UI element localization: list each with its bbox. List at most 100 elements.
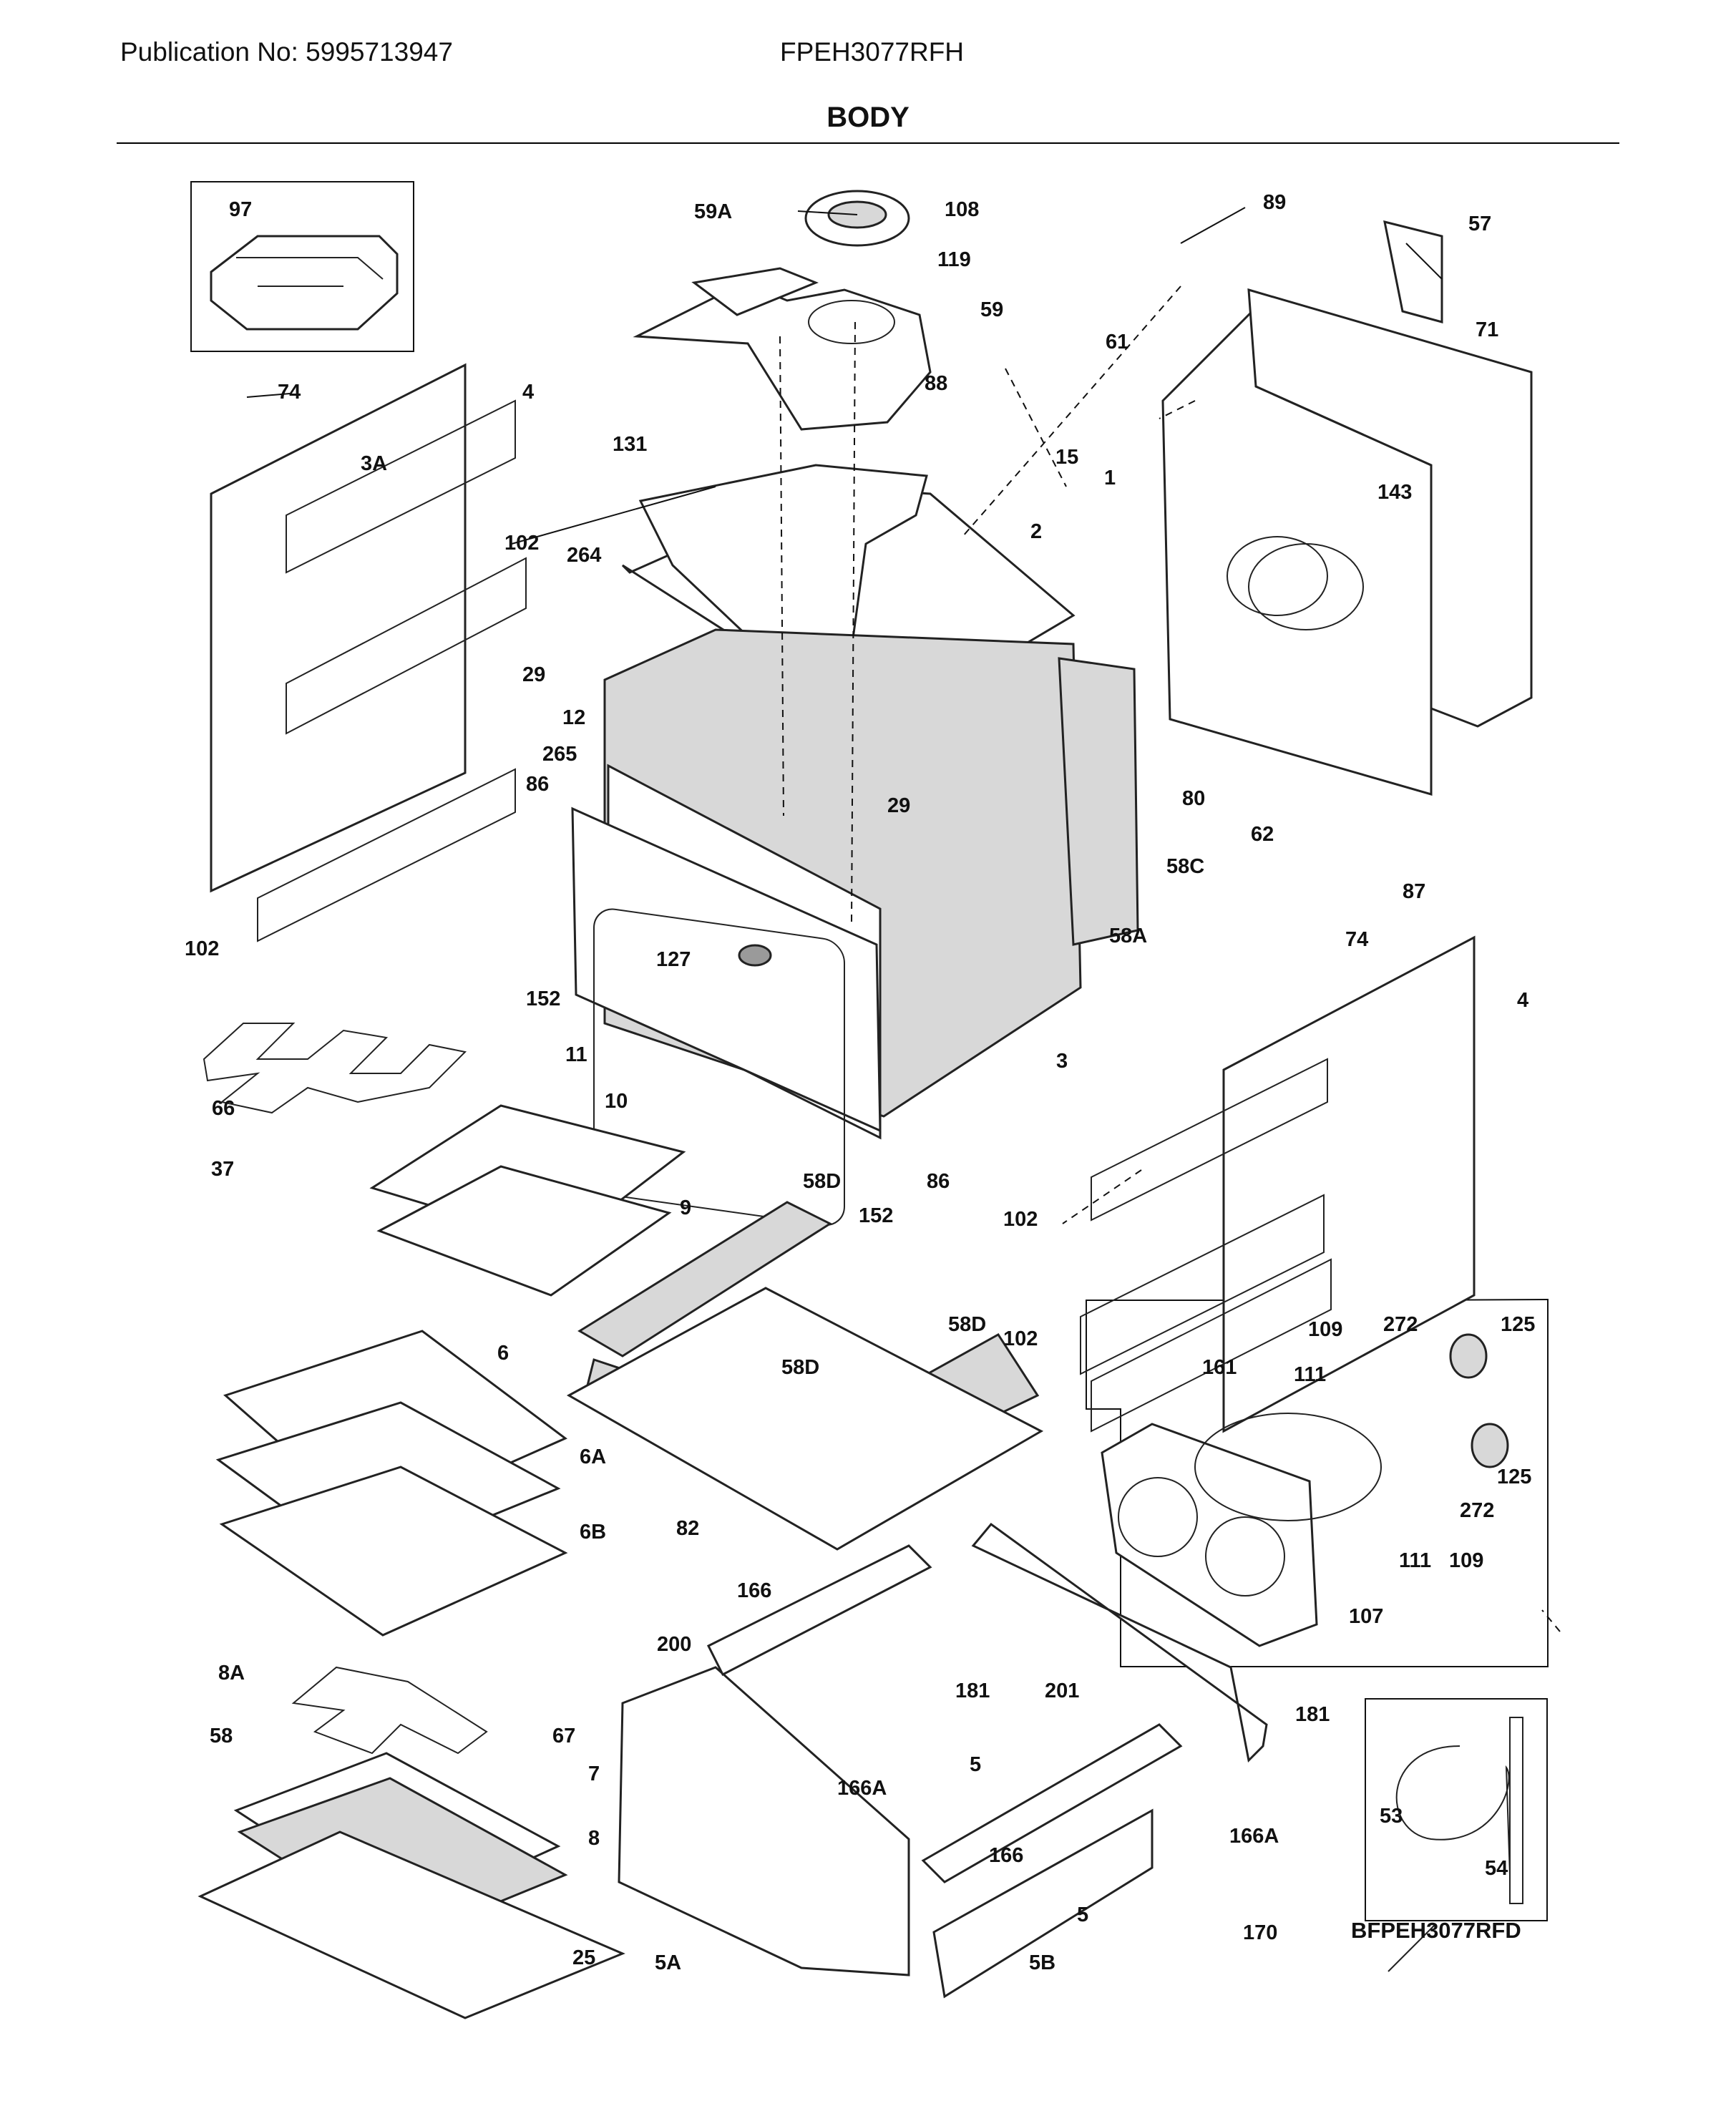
label-181-left: 181 bbox=[955, 1680, 990, 1702]
label-170: 170 bbox=[1243, 1921, 1277, 1944]
meat-probe-part bbox=[1388, 1717, 1523, 1972]
label-88: 88 bbox=[925, 372, 947, 395]
publication-number: Publication No: 5995713947 bbox=[120, 37, 453, 67]
label-58D-top: 58D bbox=[803, 1170, 841, 1193]
convection-fan-part bbox=[1101, 1333, 1509, 1647]
label-61: 61 bbox=[1106, 331, 1128, 354]
label-8: 8 bbox=[588, 1827, 600, 1850]
drawer-frame-part bbox=[618, 1522, 1268, 1999]
label-265: 265 bbox=[542, 743, 577, 766]
label-161: 161 bbox=[1202, 1356, 1237, 1379]
label-82: 82 bbox=[676, 1517, 699, 1540]
label-166-bottom: 166 bbox=[989, 1844, 1023, 1867]
label-102-right-lower: 102 bbox=[1003, 1327, 1038, 1350]
label-53: 53 bbox=[1380, 1805, 1403, 1828]
label-37: 37 bbox=[211, 1158, 234, 1181]
label-4-right: 4 bbox=[1517, 989, 1528, 1012]
label-166A-right: 166A bbox=[1229, 1825, 1279, 1848]
label-181-right: 181 bbox=[1295, 1703, 1330, 1726]
label-108: 108 bbox=[945, 198, 979, 221]
label-74-right: 74 bbox=[1345, 928, 1368, 951]
label-5-upper: 5 bbox=[970, 1753, 981, 1776]
broil-element-part bbox=[203, 1023, 467, 1114]
label-272-top: 272 bbox=[1383, 1313, 1418, 1336]
leader-lines bbox=[246, 207, 1561, 1632]
side-panel-right-part bbox=[1080, 935, 1476, 1433]
control-board-part bbox=[210, 235, 399, 331]
label-3: 3 bbox=[1056, 1050, 1068, 1073]
label-109-top: 109 bbox=[1308, 1318, 1342, 1341]
inset-box-control-board bbox=[190, 181, 414, 352]
label-127: 127 bbox=[656, 948, 691, 971]
label-6: 6 bbox=[497, 1342, 509, 1365]
label-152-right: 152 bbox=[859, 1204, 893, 1227]
label-111-bottom: 111 bbox=[1399, 1549, 1431, 1572]
label-107: 107 bbox=[1349, 1605, 1383, 1628]
label-58: 58 bbox=[210, 1725, 233, 1747]
label-125-top: 125 bbox=[1501, 1313, 1535, 1336]
label-6A: 6A bbox=[580, 1446, 606, 1468]
label-7: 7 bbox=[588, 1763, 600, 1785]
label-62: 62 bbox=[1251, 823, 1274, 846]
label-29-left: 29 bbox=[522, 663, 545, 686]
label-111-top: 111 bbox=[1294, 1363, 1326, 1386]
label-4-left: 4 bbox=[522, 381, 534, 404]
label-71: 71 bbox=[1476, 318, 1498, 341]
label-102-upper: 102 bbox=[504, 532, 539, 555]
label-58A: 58A bbox=[1109, 925, 1147, 947]
inset-box-probe bbox=[1365, 1698, 1548, 1921]
bottom-frame-part bbox=[566, 1201, 1044, 1551]
oven-racks-part bbox=[215, 1330, 568, 1637]
label-25: 25 bbox=[572, 1946, 595, 1969]
label-109-bottom: 109 bbox=[1449, 1549, 1483, 1572]
label-15: 15 bbox=[1055, 446, 1078, 469]
label-8A: 8A bbox=[218, 1662, 245, 1685]
label-9: 9 bbox=[680, 1196, 691, 1219]
label-200: 200 bbox=[657, 1633, 691, 1656]
label-57: 57 bbox=[1468, 213, 1491, 235]
label-152-left: 152 bbox=[526, 988, 560, 1010]
label-12: 12 bbox=[562, 706, 585, 729]
label-59A: 59A bbox=[694, 200, 732, 223]
oven-cavity-part bbox=[571, 628, 1139, 1226]
label-166A-left: 166A bbox=[837, 1777, 887, 1800]
label-29-mid: 29 bbox=[887, 794, 910, 817]
rear-panel-part bbox=[1161, 220, 1533, 796]
label-102-left: 102 bbox=[185, 937, 219, 960]
label-201: 201 bbox=[1045, 1680, 1079, 1702]
oven-bottom-part bbox=[198, 1666, 625, 2019]
label-66: 66 bbox=[212, 1097, 235, 1120]
label-272-bottom: 272 bbox=[1460, 1499, 1494, 1522]
label-5B: 5B bbox=[1029, 1951, 1055, 1974]
label-89: 89 bbox=[1263, 191, 1286, 214]
label-264: 264 bbox=[567, 544, 601, 567]
label-143: 143 bbox=[1377, 481, 1412, 504]
broiler-pan-part bbox=[369, 1104, 686, 1297]
label-86-left: 86 bbox=[526, 773, 549, 796]
side-panel-left-part bbox=[210, 363, 527, 942]
label-102-right-upper: 102 bbox=[1003, 1208, 1038, 1231]
label-5A: 5A bbox=[655, 1951, 681, 1974]
diagram-reference-code: BFPEH3077RFD bbox=[1351, 1918, 1521, 1943]
label-125-bottom: 125 bbox=[1497, 1466, 1531, 1488]
header-divider bbox=[117, 142, 1619, 144]
label-87: 87 bbox=[1403, 880, 1425, 903]
label-58C: 58C bbox=[1166, 855, 1204, 878]
label-67: 67 bbox=[552, 1725, 575, 1747]
label-5-lower: 5 bbox=[1077, 1903, 1088, 1926]
label-6B: 6B bbox=[580, 1521, 606, 1544]
label-119: 119 bbox=[937, 248, 971, 271]
label-11: 11 bbox=[565, 1043, 587, 1066]
label-59: 59 bbox=[980, 298, 1003, 321]
label-86-right: 86 bbox=[927, 1170, 950, 1193]
part-labels: 97 59A 108 119 59 89 57 74 4 3A 61 88 71… bbox=[185, 191, 1535, 1974]
label-97: 97 bbox=[229, 198, 252, 221]
page-title: BODY bbox=[826, 102, 910, 133]
fan-housing-part bbox=[633, 190, 932, 431]
model-number: FPEH3077RFH bbox=[780, 37, 965, 67]
label-58D-right: 58D bbox=[948, 1313, 986, 1336]
label-80: 80 bbox=[1182, 787, 1205, 810]
label-54: 54 bbox=[1485, 1857, 1508, 1880]
label-3A: 3A bbox=[361, 452, 387, 475]
